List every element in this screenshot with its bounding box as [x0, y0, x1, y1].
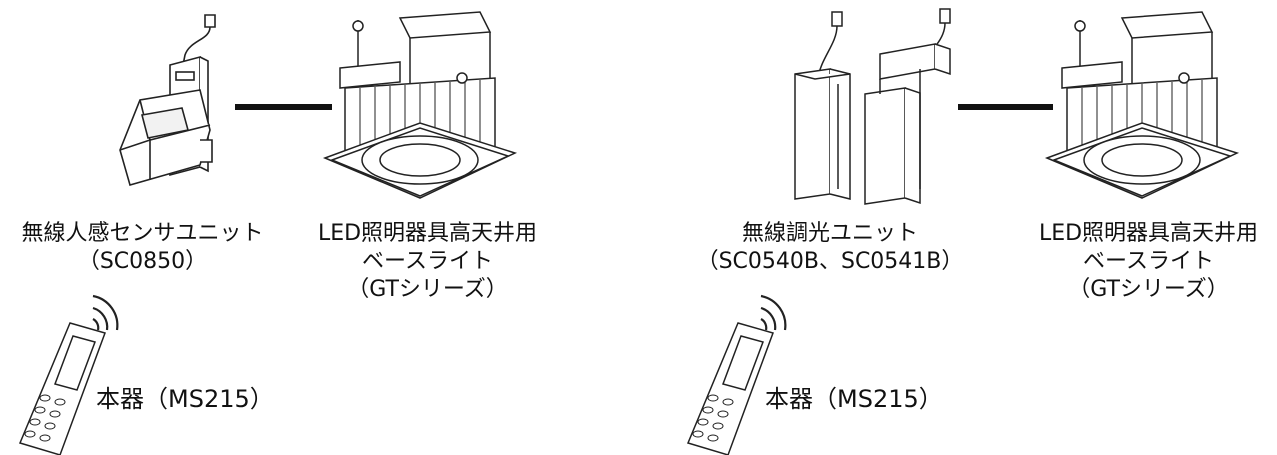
dimmer-unit-name: 無線調光ユニット: [741, 221, 918, 246]
base-light-illustration: [1044, 11, 1240, 199]
remote-label: 本器（MS215）: [765, 385, 943, 413]
dimmer-unit-model: （SC0540B、SC0541B）: [696, 249, 964, 274]
remote-label: 本器（MS215）: [96, 385, 274, 413]
dimmer-unit-illustration: [794, 8, 951, 205]
light-name-line1: LED照明器具高天井用: [1038, 221, 1259, 246]
connection-line: [235, 104, 332, 110]
connection-line: [958, 104, 1053, 110]
base-light-illustration: [322, 11, 518, 199]
light-name-line2: ベースライト: [362, 249, 493, 274]
light-name-line1: LED照明器具高天井用: [317, 221, 538, 246]
sensor-unit-illustration: [119, 14, 216, 186]
remote-control-illustration: [18, 294, 119, 455]
light-name-line2: ベースライト: [1083, 249, 1214, 274]
sensor-unit-name: 無線人感センサユニット: [21, 221, 264, 246]
light-name-line3: （GTシリーズ）: [347, 277, 508, 302]
light-name-line3: （GTシリーズ）: [1068, 277, 1229, 302]
sensor-unit-model: （SC0850）: [77, 249, 208, 274]
remote-control-illustration: [686, 294, 787, 455]
